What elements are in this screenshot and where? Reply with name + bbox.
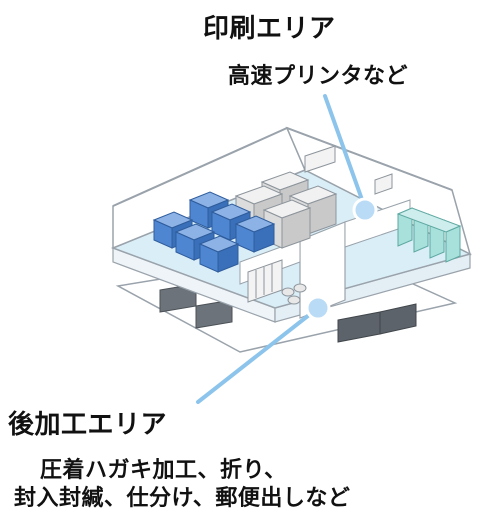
print-area-marker xyxy=(352,197,378,223)
post-area-subtitle-line2: 封入封緘、仕分け、郵便出しなど xyxy=(14,486,351,511)
post-area-subtitle-line1: 圧着ハガキ加工、折り、 xyxy=(40,458,287,483)
post-area-callout-line xyxy=(196,306,320,404)
print-area-title: 印刷エリア xyxy=(203,14,336,44)
post-area-title: 後加工エリア xyxy=(8,410,168,440)
post-area-marker xyxy=(305,295,331,321)
back-corner-equipment xyxy=(304,145,393,195)
print-area-callout-line xyxy=(323,94,367,210)
printer-units xyxy=(234,171,338,249)
print-area-subtitle: 高速プリンタなど xyxy=(228,64,409,89)
blue-boxes xyxy=(152,191,276,273)
teal-machines xyxy=(396,207,462,263)
finishing-equipment xyxy=(247,259,307,305)
lower-level-machines xyxy=(159,283,417,343)
partition-walls xyxy=(239,199,411,319)
